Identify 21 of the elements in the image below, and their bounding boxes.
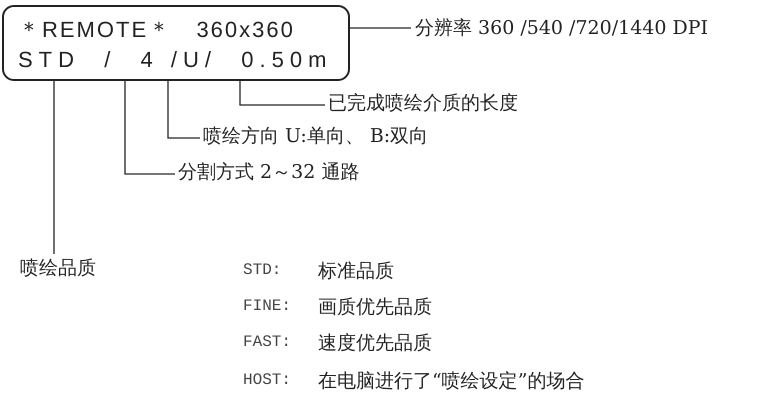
leader-line bbox=[239, 81, 325, 106]
callout-text: 分辨率 360 /540 /720/1440 DPI bbox=[415, 16, 708, 40]
callout-text: 分割方式 2～32 通路 bbox=[178, 160, 360, 184]
mode-code: STD: bbox=[243, 261, 282, 279]
callout-text: 已完成喷绘介质的长度 bbox=[328, 91, 518, 115]
mode-description: 速度优先品质 bbox=[318, 331, 432, 356]
callout-text: 喷绘品质 bbox=[20, 256, 96, 280]
leader-line bbox=[167, 81, 200, 139]
mode-code: HOST: bbox=[243, 371, 292, 389]
lcd-display bbox=[2, 5, 350, 81]
mode-description: 在电脑进行了“喷绘设定”的场合 bbox=[318, 369, 584, 394]
callout-text: 喷绘方向 U:单向、 B:双向 bbox=[203, 124, 428, 148]
display-text: STD / 4 /U/ 0.50m bbox=[18, 47, 332, 73]
leader-line bbox=[53, 81, 55, 254]
leader-line bbox=[350, 27, 411, 29]
mode-description: 画质优先品质 bbox=[318, 295, 432, 320]
leader-line bbox=[124, 81, 175, 175]
mode-code: FINE: bbox=[243, 297, 292, 315]
mode-code: FAST: bbox=[243, 333, 292, 351]
display-text: ＊REMOTE＊ 360x360 bbox=[18, 16, 295, 44]
mode-description: 标准品质 bbox=[318, 259, 394, 284]
